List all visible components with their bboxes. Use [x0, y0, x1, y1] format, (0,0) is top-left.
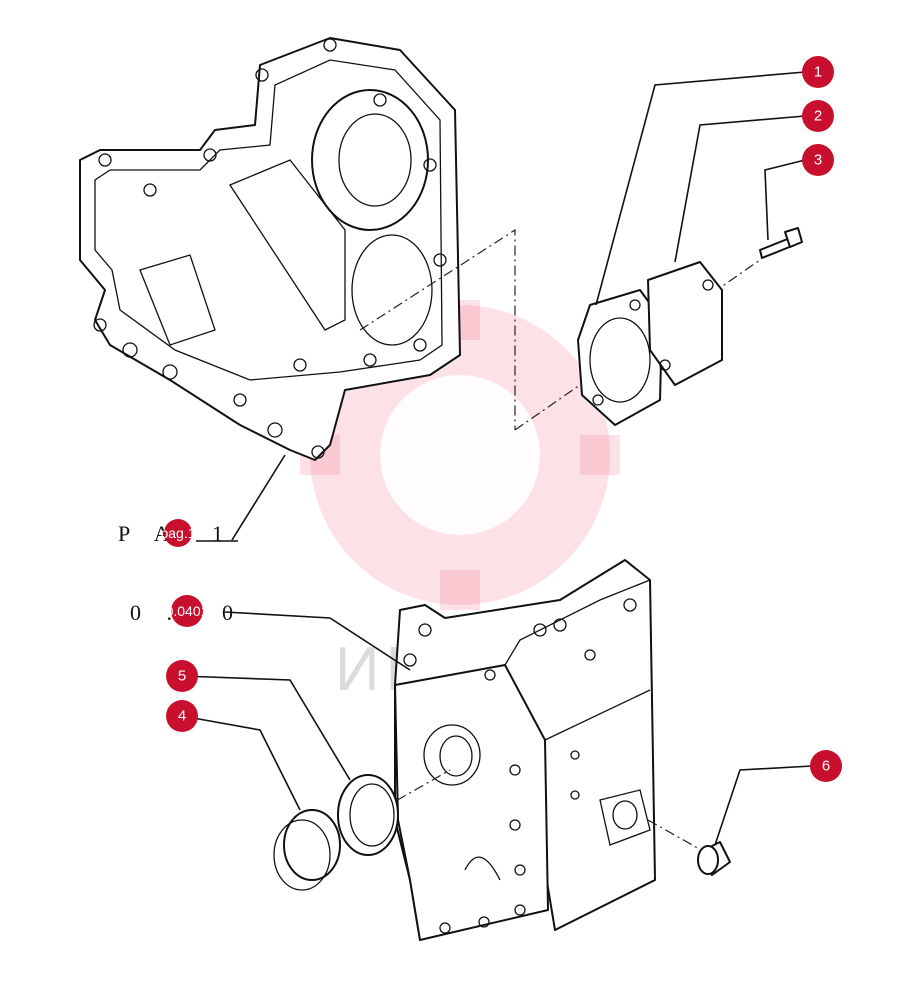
timing-cover	[79, 37, 461, 461]
reference-1-tag: pag.1	[160, 525, 195, 541]
callout-5[interactable]: 5	[166, 660, 198, 692]
engine-front-cover	[394, 559, 656, 941]
reference-1: P A 1 pag.1	[118, 519, 238, 547]
reference-2: 0 . 0 0.0401	[130, 595, 243, 627]
callout-1-number: 1	[814, 64, 822, 81]
part-cap	[273, 809, 341, 891]
callout-6[interactable]: 6	[810, 750, 842, 782]
callout-5-number: 5	[178, 668, 186, 685]
callout-2[interactable]: 2	[802, 100, 834, 132]
callout-4[interactable]: 4	[166, 700, 198, 732]
alignment-line-plug	[647, 819, 711, 856]
reference-1-text: P A	[118, 521, 180, 546]
callout-3-number: 3	[814, 152, 822, 169]
reference-1-suffix: 1	[212, 521, 233, 546]
alignment-line-upper	[359, 228, 516, 430]
leader-lines	[181, 71, 813, 846]
callout-3[interactable]: 3	[802, 144, 834, 176]
reference-2-text: 0 .	[130, 600, 182, 625]
part-plug	[697, 841, 731, 876]
callout-1[interactable]: 1	[802, 56, 834, 88]
callout-4-number: 4	[178, 708, 186, 725]
callout-2-number: 2	[814, 108, 822, 125]
callout-6-number: 6	[822, 758, 830, 775]
part-cover-plate	[647, 261, 723, 386]
part-seal-ring	[337, 774, 399, 856]
part-bolt	[759, 227, 803, 259]
reference-2-suffix: 0	[222, 600, 243, 625]
part-gasket	[577, 289, 663, 426]
reference-2-tag: 0.0401	[166, 603, 209, 619]
